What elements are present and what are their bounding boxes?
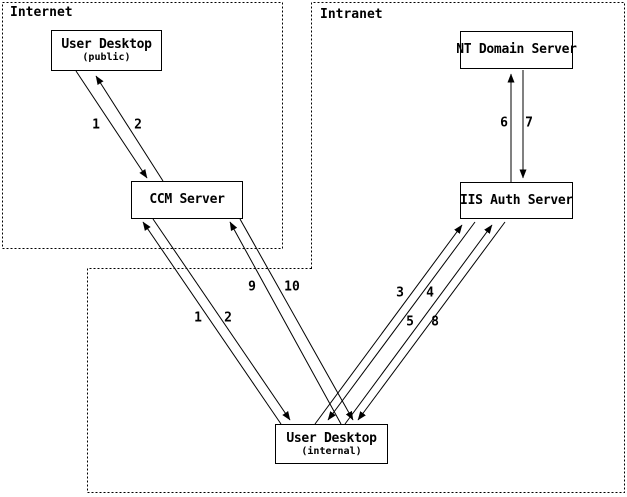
edge-step5-internal-to-iis — [344, 224, 493, 425]
edge-step1-public-to-ccm — [75, 70, 148, 179]
node-user-desktop-internal-subtitle: (internal) — [301, 445, 362, 457]
node-ccm-server: CCM Server — [131, 181, 243, 219]
edge-label-step10: 10 — [284, 279, 300, 295]
node-iis-auth-server: IIS Auth Server — [460, 182, 573, 219]
edge-label-step1-public: 1 — [92, 117, 100, 133]
edge-label-step8: 8 — [431, 314, 439, 330]
edge-step2-ccm-to-internal — [152, 218, 291, 421]
edge-label-step4: 4 — [426, 285, 434, 301]
edge-step2-ccm-to-public — [95, 75, 164, 182]
edge-step3-internal-to-iis — [314, 224, 463, 425]
internet-zone-border — [2, 2, 283, 249]
internet-zone-label: Internet — [10, 5, 73, 20]
edge-step10-ccm-to-internal — [239, 218, 354, 421]
edge-step1-internal-to-ccm — [142, 221, 282, 425]
node-nt-domain-server-title: NT Domain Server — [456, 42, 577, 57]
intranet-zone-label: Intranet — [320, 7, 383, 22]
node-user-desktop-public-subtitle: (public) — [82, 52, 131, 63]
edge-step4-iis-to-internal — [327, 221, 476, 421]
node-iis-auth-server-title: IIS Auth Server — [460, 192, 573, 208]
node-nt-domain-server: NT Domain Server — [456, 31, 577, 69]
edge-label-step2-internal: 2 — [224, 310, 232, 326]
edge-label-step3: 3 — [396, 285, 404, 301]
node-user-desktop-public: User Desktop (public) — [51, 30, 162, 71]
node-ccm-server-title: CCM Server — [149, 192, 225, 207]
node-user-desktop-internal: User Desktop (internal) — [275, 424, 388, 464]
intranet-zone-border — [87, 2, 625, 493]
edge-label-step7: 7 — [525, 115, 533, 131]
edge-label-step2-public: 2 — [134, 117, 142, 133]
edge-label-step1-internal: 1 — [194, 310, 202, 326]
node-user-desktop-public-title: User Desktop — [61, 37, 152, 52]
edge-label-step6: 6 — [500, 115, 508, 131]
edge-label-step9: 9 — [248, 279, 256, 295]
edge-label-step5: 5 — [406, 314, 414, 330]
node-user-desktop-internal-title: User Desktop — [286, 430, 377, 446]
edge-step9-internal-to-ccm — [229, 221, 342, 425]
edge-step8-iis-to-internal — [357, 221, 506, 421]
